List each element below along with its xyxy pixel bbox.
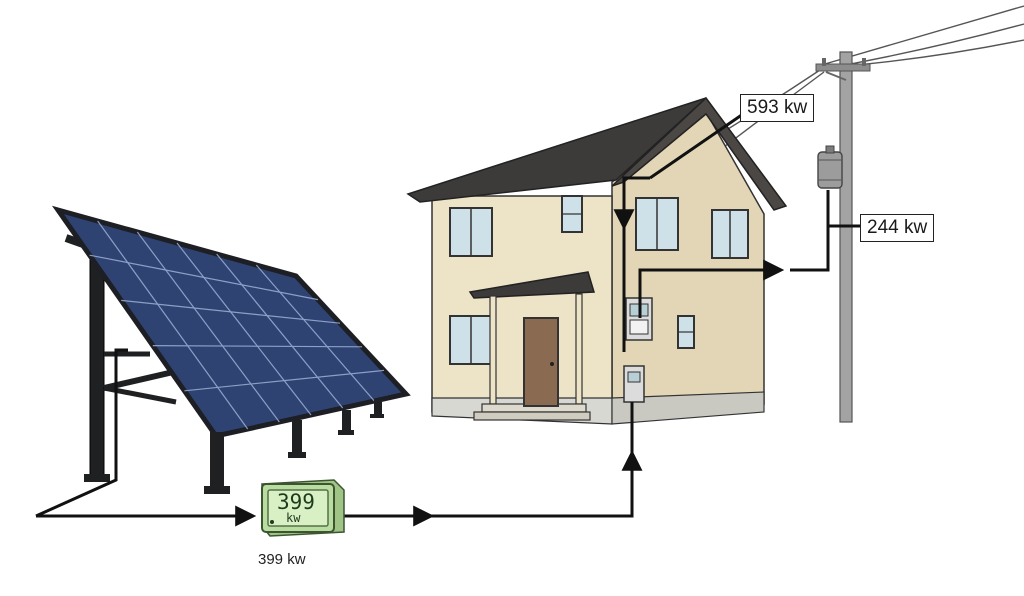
window-upper-left [449,207,493,257]
panel-cell-divider [216,253,344,409]
wiring [35,110,862,527]
window-side-2 [711,209,749,259]
panel-cell-divider [97,220,249,430]
panel-cell-divider [255,264,375,402]
electric-meter-upper [625,297,653,341]
panel-cell-divider [121,299,341,324]
house [406,96,788,425]
solar-panel-array [51,205,411,494]
production-meter [261,479,345,537]
meter-reading: 399 [277,490,315,514]
meter-caption: 399 kw [258,551,306,568]
panel-cell-divider [136,231,280,423]
meter-unit: kw [286,511,301,525]
panel-cell-divider [176,242,312,416]
utility-pole [815,51,871,423]
panel-cell-divider [184,369,385,392]
window-upper-small [561,195,583,233]
window-lower-left [449,315,493,365]
panel-cell-divider [89,254,319,301]
electric-meter-lower [623,365,645,403]
grid-import-label: 593 kw [740,94,815,122]
window-side-1 [635,197,679,251]
overhead-power-lines [699,5,1024,151]
panel-cell-divider [152,345,363,348]
window-side-small [677,315,695,349]
front-door [523,317,559,407]
grid-export-label: 244 kw [860,214,935,242]
pole-transformer [817,145,843,189]
